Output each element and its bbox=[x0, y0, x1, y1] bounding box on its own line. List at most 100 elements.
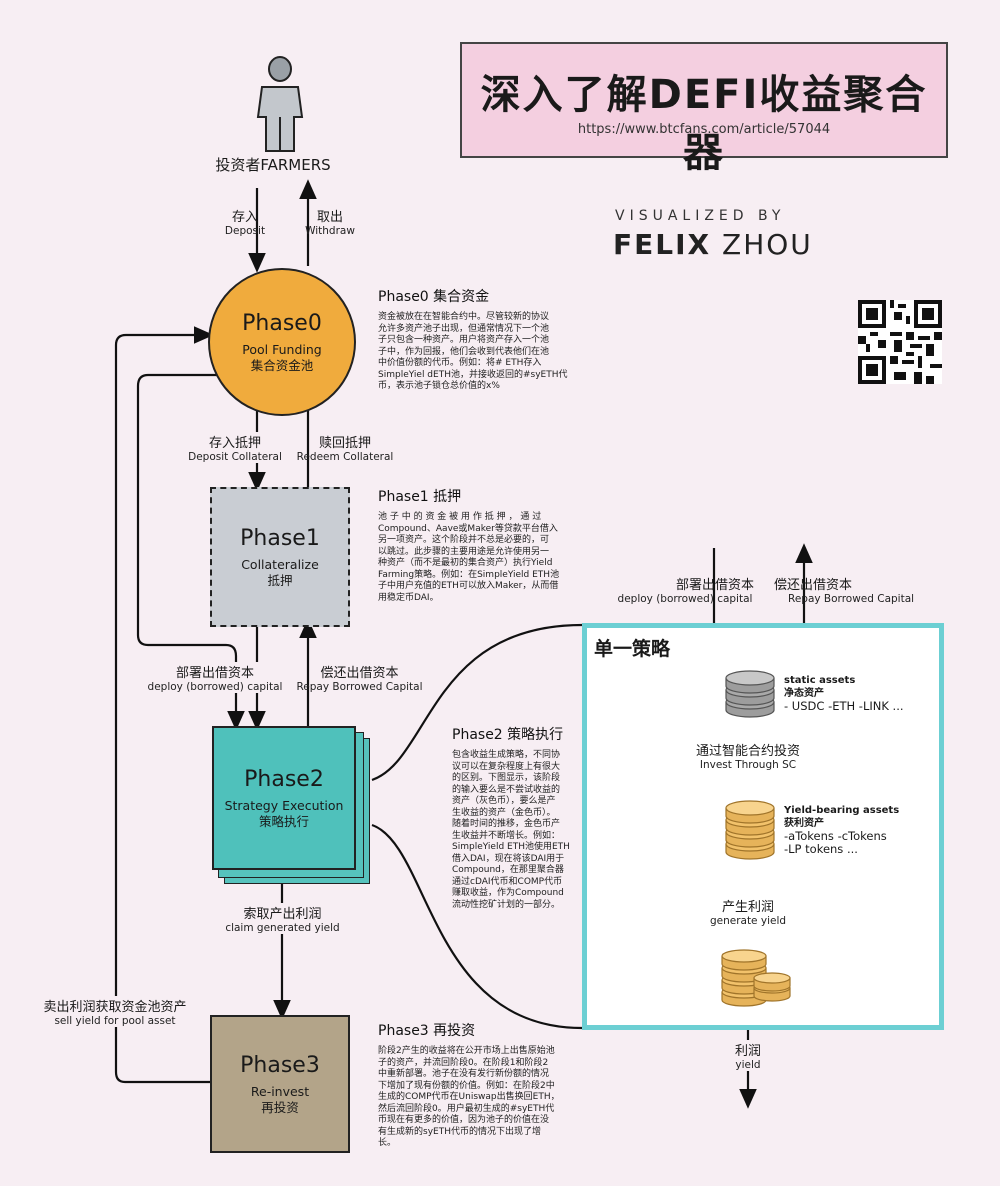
strategy-repay-en: Repay Borrowed Capital bbox=[788, 593, 915, 605]
phase1-description: Phase1 抵押 池 子 中 的 资 金 被 用 作 抵 押 ， 通 过 Co… bbox=[378, 486, 578, 604]
phase2-sub-en: Strategy Execution bbox=[224, 797, 344, 813]
deploy-label: 部署出借资本 deploy (borrowed) capital bbox=[135, 662, 295, 693]
sell-cn: 卖出利润获取资金池资产 bbox=[43, 1000, 187, 1015]
phase0-title: Phase0 bbox=[242, 310, 322, 336]
phase2-desc-title: Phase2 策略执行 bbox=[452, 727, 564, 743]
generate-en: generate yield bbox=[709, 915, 787, 927]
title-box: 深入了解DEFI收益聚合器 https://www.btcfans.com/ar… bbox=[460, 42, 948, 176]
static-coins-icon bbox=[725, 670, 775, 718]
generate-cn: 产生利润 bbox=[721, 900, 774, 915]
yield-list-2: -LP tokens ... bbox=[784, 842, 858, 856]
strategy-deploy-cn: 部署出借资本 bbox=[675, 578, 754, 593]
desc-line: 资金被放在在智能合约中。尽管较新的协议 bbox=[378, 312, 550, 322]
yield-out-label: 利润 yield bbox=[718, 1040, 778, 1071]
phase1-node: Phase1 Collateralize 抵押 bbox=[210, 487, 350, 627]
desc-line: 的输入要么是不尝试收益的 bbox=[452, 784, 561, 795]
desc-line: 币，表示池子锁仓总价值的x% bbox=[378, 381, 500, 391]
desc-line: 另一项资产。这个阶段并不总是必要的，可 bbox=[378, 535, 550, 545]
desc-line: 用稳定币DAI。 bbox=[378, 592, 439, 603]
yield-en: Yield-bearing assets bbox=[784, 805, 900, 816]
investor-icon bbox=[256, 56, 304, 152]
phase2-sub-cn: 策略执行 bbox=[258, 813, 309, 829]
yield-pile-icon bbox=[721, 949, 791, 1007]
desc-line: 然后流回阶段0。用户最初生成的#syETH代 bbox=[378, 1103, 555, 1114]
phase3-sub-cn: 再投资 bbox=[261, 1099, 299, 1115]
desc-line: 长。 bbox=[378, 1138, 397, 1148]
phase2-node: Phase2 Strategy Execution 策略执行 bbox=[212, 726, 356, 870]
desc-line: 资产（灰色币），要么是产 bbox=[452, 796, 556, 806]
phase2-desc-body: 包含收益生成策略，不同协 议可以在复杂程度上有很大 的区别。下图显示，该阶段 的… bbox=[452, 750, 582, 911]
desc-line: 池 子 中 的 资 金 被 用 作 抵 押 ， 通 过 bbox=[378, 512, 542, 522]
qr-code-icon bbox=[858, 300, 942, 384]
phase0-sub-en: Pool Funding bbox=[242, 341, 322, 357]
sell-yield-arrow bbox=[114, 326, 214, 1084]
out-cn: 利润 bbox=[734, 1044, 761, 1059]
phase2-title: Phase2 bbox=[244, 766, 324, 792]
phase3-desc-title: Phase3 再投资 bbox=[378, 1023, 476, 1039]
source-url[interactable]: https://www.btcfans.com/article/57044 bbox=[577, 122, 831, 137]
desc-line: 以跳过。此步骤的主要用途是允许使用另一 bbox=[378, 546, 550, 557]
desc-line: 有生成新的syETH代币的情况下出现了增 bbox=[378, 1126, 541, 1137]
withdraw-en: Withdraw bbox=[305, 225, 355, 237]
desc-line: 通过cDAI代币和COMP代币 bbox=[452, 876, 563, 887]
deposit-cn: 存入 bbox=[231, 210, 258, 225]
redeem-collateral-label: 赎回抵押 Redeem Collateral bbox=[290, 432, 400, 463]
sell-en: sell yield for pool asset bbox=[54, 1015, 176, 1027]
claim-yield-label: 索取产出利润 claim generated yield bbox=[210, 903, 355, 934]
yield-list-1: -aTokens -cTokens bbox=[784, 829, 887, 843]
desc-line: 生收益并不断增长。例如： bbox=[452, 830, 561, 841]
author-first: FELIX bbox=[613, 228, 712, 261]
phase1-desc-body: 池 子 中 的 资 金 被 用 作 抵 押 ， 通 过 Compound、Aav… bbox=[378, 512, 578, 604]
phase0-desc-body: 资金被放在在智能合约中。尽管较新的协议 允许多资产池子出现，但通常情况下一个池 … bbox=[378, 312, 578, 393]
desc-line: 子只包含一种资产。用户将资产存入一个池 bbox=[378, 335, 550, 345]
invest-cn: 通过智能合约投资 bbox=[695, 744, 800, 759]
yield-assets-label: Yield-bearing assets 获利资产 -aTokens -cTok… bbox=[784, 804, 934, 856]
phase0-desc-title: Phase0 集合资金 bbox=[378, 289, 490, 305]
static-assets-label: static assets 净态资产 - USDC -ETH -LINK ... bbox=[784, 674, 934, 713]
strategy-repay-cn: 偿还出借资本 bbox=[774, 578, 853, 593]
desc-line: 议可以在复杂程度上有很大 bbox=[452, 761, 561, 772]
desc-line: Compound，在那里聚合器 bbox=[452, 865, 564, 875]
desc-line: 赚取收益，作为Compound bbox=[452, 888, 564, 898]
desc-line: 生收益的资产（金色币）。 bbox=[452, 807, 556, 818]
strategy-deploy-label: 部署出借资本 deploy (borrowed) capital bbox=[615, 574, 815, 605]
author-name: FELIX ZHOU bbox=[613, 228, 813, 261]
desc-line: 流动性挖矿计划的一部分。 bbox=[452, 899, 561, 910]
desc-line: 币现在有更多的价值，因为池子的价值在没 bbox=[378, 1115, 550, 1125]
strategy-deploy-en: deploy (borrowed) capital bbox=[617, 593, 753, 605]
strategy-repay-label: 偿还出借资本 Repay Borrowed Capital bbox=[774, 574, 924, 605]
desc-line: 中重新部署。池子在没有发行新份额的情况 bbox=[378, 1069, 550, 1079]
zoom-line-bottom bbox=[371, 823, 583, 1030]
desc-line: Compound、Aave或Maker等贷款平台借入 bbox=[378, 523, 558, 534]
repay-en: Repay Borrowed Capital bbox=[296, 681, 423, 693]
yield-coins-icon bbox=[725, 800, 775, 860]
desc-line: 子中，作为回报，他们会收到代表他们在池 bbox=[378, 346, 550, 357]
redeem-collateral-en: Redeem Collateral bbox=[296, 451, 394, 463]
deploy-cn: 部署出借资本 bbox=[175, 666, 254, 681]
deposit-collateral-label: 存入抵押 Deposit Collateral bbox=[165, 432, 305, 463]
deposit-collateral-cn: 存入抵押 bbox=[208, 436, 261, 451]
phase1-title: Phase1 bbox=[240, 525, 320, 551]
strategy-title: 单一策略 bbox=[594, 638, 671, 660]
phase3-sub-en: Re-invest bbox=[250, 1083, 310, 1099]
phase1-desc-title: Phase1 抵押 bbox=[378, 489, 462, 505]
page-title: 深入了解DEFI收益聚合器 bbox=[480, 72, 928, 176]
claim-en: claim generated yield bbox=[225, 922, 340, 934]
phase2-description: Phase2 策略执行 包含收益生成策略，不同协 议可以在复杂程度上有很大 的区… bbox=[452, 724, 582, 911]
phase0-node: Phase0 Pool Funding 集合资金池 bbox=[208, 268, 356, 416]
static-en: static assets bbox=[784, 675, 856, 686]
withdraw-cn: 取出 bbox=[316, 210, 343, 225]
desc-line: 种资产（而不是最初的集合资产）执行Yield bbox=[378, 558, 553, 568]
desc-line: 借入DAI，现在将该DAI用于 bbox=[452, 853, 565, 864]
deploy-en: deploy (borrowed) capital bbox=[147, 681, 283, 693]
desc-line: 子中用户充值的ETH可以放入Maker，从而借 bbox=[378, 581, 559, 591]
generate-yield-label: 产生利润 generate yield bbox=[688, 896, 808, 927]
author-last: ZHOU bbox=[722, 228, 813, 261]
static-cn: 净态资产 bbox=[784, 688, 824, 699]
yield-cn: 获利资产 bbox=[784, 818, 824, 829]
visualized-by-label: VISUALIZED BY bbox=[615, 208, 786, 224]
phase0-description: Phase0 集合资金 资金被放在在智能合约中。尽管较新的协议 允许多资产池子出… bbox=[378, 286, 578, 393]
claim-cn: 索取产出利润 bbox=[243, 907, 322, 922]
static-list: - USDC -ETH -LINK ... bbox=[784, 699, 904, 713]
desc-line: 的区别。下图显示，该阶段 bbox=[452, 773, 561, 783]
